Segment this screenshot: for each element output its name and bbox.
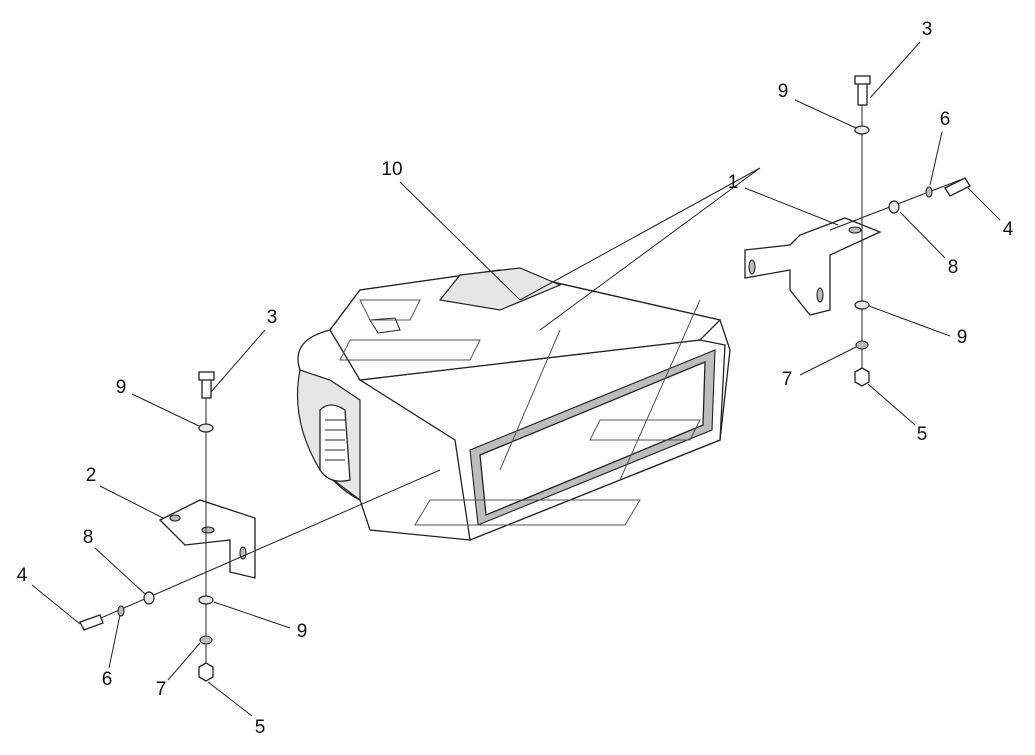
callout-9-right-top: 9 xyxy=(777,81,789,102)
bracket-1 xyxy=(744,217,882,316)
callout-9-right-bottom: 9 xyxy=(956,327,968,348)
callout-8-left: 8 xyxy=(82,527,94,548)
callout-4-left: 4 xyxy=(16,565,28,586)
callout-7-right: 7 xyxy=(781,369,793,390)
callout-5-right: 5 xyxy=(916,424,928,445)
callout-5-left: 5 xyxy=(254,717,266,738)
watermark-logo xyxy=(339,299,701,526)
callout-3-left: 3 xyxy=(266,307,278,328)
callout-2: 2 xyxy=(85,465,97,486)
callout-9-left-top: 9 xyxy=(115,377,127,398)
leader-lines xyxy=(31,41,1001,717)
bracket-2 xyxy=(158,499,256,579)
callout-1: 1 xyxy=(727,172,739,193)
callout-6-right: 6 xyxy=(939,109,951,130)
callout-9-left-bottom: 9 xyxy=(296,621,308,642)
fasteners-right xyxy=(829,75,971,387)
callout-7-left: 7 xyxy=(155,679,167,700)
heater-unit xyxy=(296,267,731,541)
callout-8-right: 8 xyxy=(947,257,959,278)
callout-4-right: 4 xyxy=(1002,219,1014,240)
callout-10: 10 xyxy=(381,159,403,180)
fasteners-left xyxy=(79,371,441,682)
callout-3-right: 3 xyxy=(921,19,933,40)
callout-6-left: 6 xyxy=(101,669,113,690)
